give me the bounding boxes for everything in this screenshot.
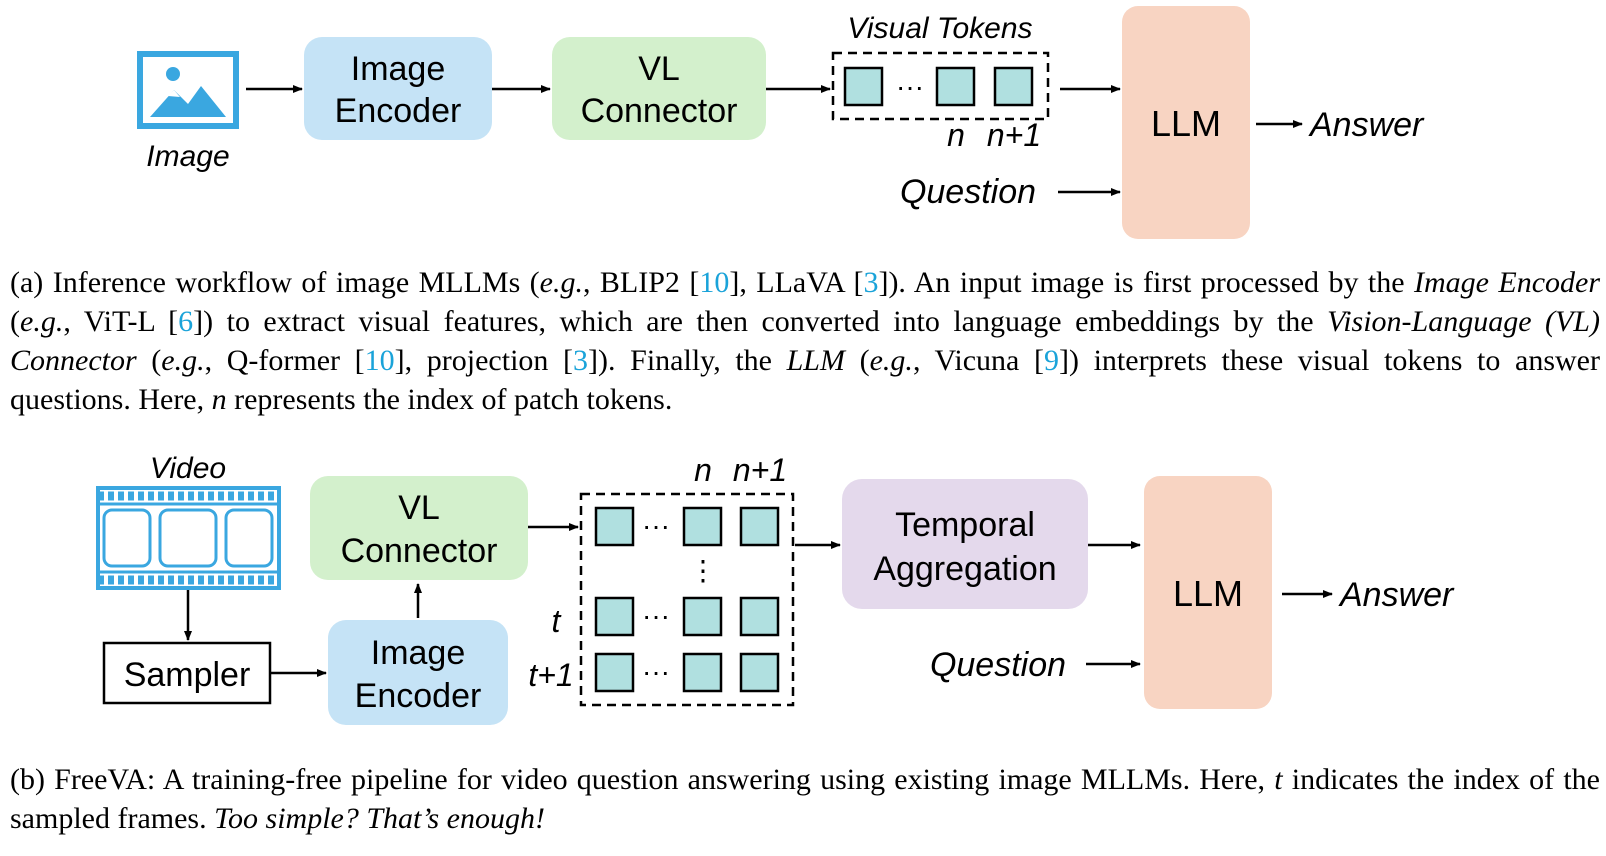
question-label: Question [930,646,1066,684]
visual-token [594,596,635,637]
visual-token [682,596,723,637]
answer-label: Answer [1308,106,1425,144]
token-index-n: n [694,452,712,488]
visual-token [594,506,635,547]
image-encoder-label-line2: Encoder [355,677,482,715]
temporal-aggregation-label-line1: Temporal [895,506,1035,544]
frame-index-t1: t+1 [528,657,573,693]
question-label: Question [900,173,1036,211]
token-index-n1: n+1 [987,117,1041,153]
visual-token-n1 [993,66,1034,107]
token-index-n: n [947,117,965,153]
visual-token-n [935,66,976,107]
citation-link[interactable]: 10 [699,266,730,299]
llm-label: LLM [1151,103,1221,144]
caption-b: (b) FreeVA: A training-free pipeline for… [10,763,1600,835]
temporal-aggregation-label-line2: Aggregation [873,550,1056,588]
film-strip-icon [96,486,281,590]
caption-a: (a) Inference workflow of image MLLMs (e… [10,266,1601,416]
visual-token [739,652,780,693]
image-encoder-label-line1: Image [351,50,446,88]
visual-token [739,596,780,637]
visual-token [843,66,884,107]
citation-link[interactable]: 3 [863,266,879,299]
llm-box [1144,476,1272,709]
image-encoder-label-line2: Encoder [335,92,462,130]
token-index-n1: n+1 [733,452,787,488]
figure-b: Video Sampler Image Encoder VL Connector [96,452,1455,725]
temporal-aggregation-box [842,479,1088,609]
caption-tagline: Too simple? That’s enough! [214,802,545,835]
vl-connector-label-line2: Connector [341,532,498,570]
vertical-ellipsis: ⋮ [689,555,717,586]
citation-link[interactable]: 3 [573,344,589,377]
visual-token [739,506,780,547]
vl-connector-label-line1: VL [398,489,440,527]
citation-link[interactable]: 9 [1043,344,1059,377]
vl-connector-box [552,37,766,140]
llm-box [1122,6,1250,239]
figure-a: Image Image Encoder VL Connector Visual … [137,6,1425,239]
image-encoder-box [328,620,508,725]
frame-index-t: t [552,603,562,639]
visual-token [682,506,723,547]
llm-label: LLM [1173,573,1243,614]
answer-label: Answer [1338,576,1455,614]
sampler-label: Sampler [124,656,251,694]
token-ellipsis: ··· [642,510,670,541]
token-grid-group [579,492,795,707]
image-icon [137,51,239,129]
token-ellipsis: ··· [642,656,670,687]
token-ellipsis: ··· [642,600,670,631]
vl-connector-label-line2: Connector [581,92,738,130]
image-encoder-box [304,37,492,140]
visual-token [594,652,635,693]
visual-tokens-label: Visual Tokens [847,12,1032,45]
vl-connector-box [310,476,528,580]
token-ellipsis: ··· [896,71,924,102]
citation-link[interactable]: 10 [364,344,395,377]
visual-token [682,652,723,693]
visual-tokens-group [831,51,1050,121]
image-label: Image [146,140,229,173]
video-label: Video [150,452,226,485]
image-encoder-label-line1: Image [371,634,466,672]
citation-link[interactable]: 6 [178,305,194,338]
vl-connector-label-line1: VL [638,50,680,88]
